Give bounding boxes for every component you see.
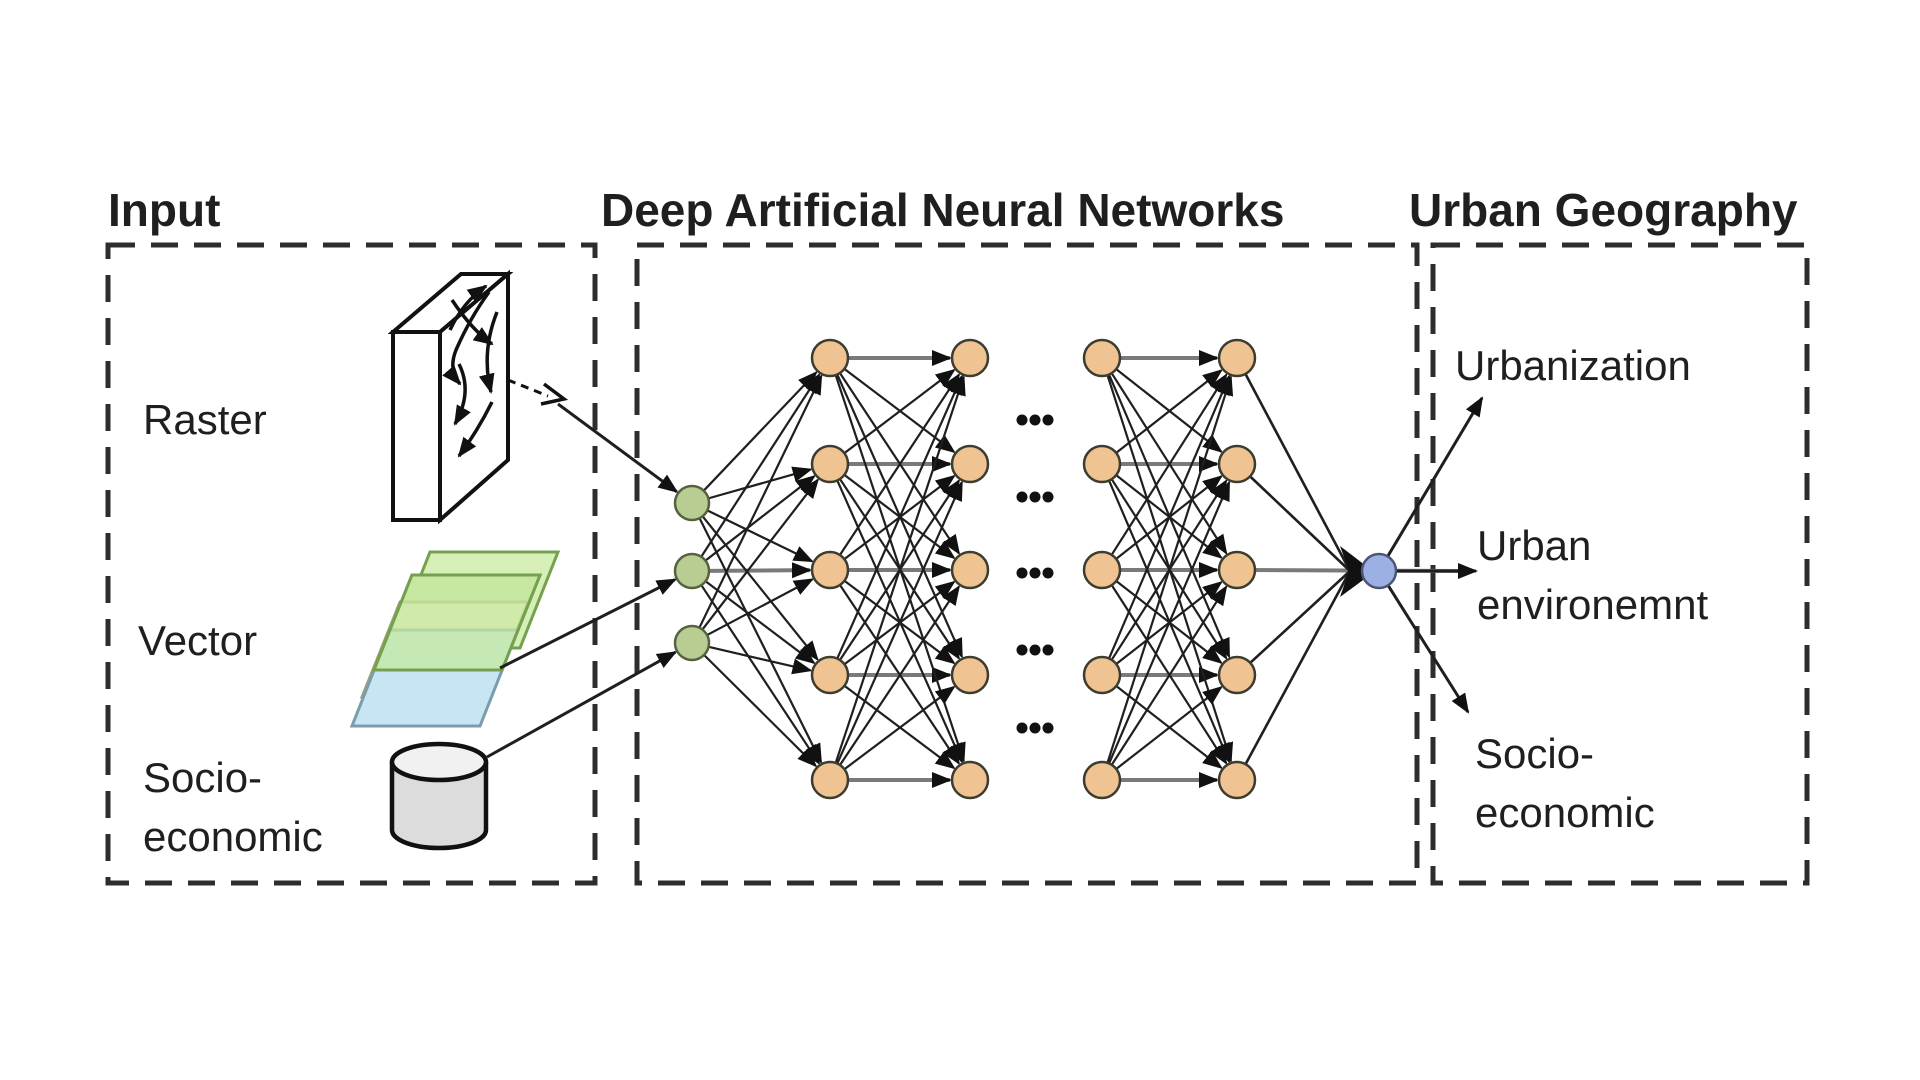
socio-economic-output-line1: Socio-	[1475, 730, 1595, 777]
input-arrows	[486, 402, 679, 759]
neuron-node	[1082, 444, 1122, 484]
input-section-title: Input	[108, 184, 221, 236]
urban-geography-box	[1430, 242, 1810, 886]
dnn-box	[634, 242, 1420, 886]
socio-economic-input-label: Socio-economic	[143, 748, 323, 866]
neuron-node	[1082, 550, 1122, 590]
converge-arrowhead	[1340, 546, 1374, 597]
hidden-layers-ellipsis	[1016, 414, 1054, 734]
neuron-node	[810, 338, 850, 378]
neuron-node	[950, 655, 990, 695]
dashed-boxes	[105, 242, 1810, 886]
network-edges	[698, 367, 1374, 771]
output-neuron	[1360, 552, 1398, 590]
neuron-node	[673, 624, 711, 662]
hidden-layer-1	[810, 338, 850, 800]
output-arrows	[1386, 396, 1484, 714]
urban-environment-line1: Urban	[1477, 522, 1592, 569]
socio-economic-input-line2: economic	[143, 813, 323, 860]
urban-environment-output-label: Urban environemnt	[1477, 516, 1708, 634]
neuron-node	[1082, 760, 1122, 800]
neuron-node	[1217, 550, 1257, 590]
hidden-layer-4	[1217, 338, 1257, 800]
urbanization-output-label: Urbanization	[1455, 342, 1691, 389]
raster-label: Raster	[143, 396, 267, 443]
neuron-node	[950, 444, 990, 484]
neuron-node	[1082, 655, 1122, 695]
neuron-node	[673, 552, 711, 590]
neuron-node	[1217, 655, 1257, 695]
vector-layers-icon	[349, 550, 561, 728]
neuron-node	[1082, 338, 1122, 378]
hidden-layer-3	[1082, 338, 1122, 800]
raster-cube-icon	[387, 269, 514, 525]
neuron-node	[950, 550, 990, 590]
database-cylinder-icon	[389, 741, 489, 851]
neuron-node	[810, 444, 850, 484]
raster-flow-arrow	[507, 378, 569, 406]
network-section-title: Deep Artificial Neural Networks	[601, 184, 1285, 236]
vector-label: Vector	[138, 617, 258, 664]
neuron-node	[950, 760, 990, 800]
neuron-node	[1217, 444, 1257, 484]
urban-environment-line2: environemnt	[1477, 581, 1709, 628]
output-section-title: Urban Geography	[1409, 184, 1798, 236]
socio-economic-input-line1: Socio-	[143, 754, 263, 801]
input-neurons	[673, 484, 711, 662]
socio-economic-output-line2: economic	[1475, 789, 1655, 836]
neuron-node	[810, 550, 850, 590]
socio-economic-output-label: Socio-economic	[1475, 724, 1655, 842]
hidden-layer-2	[950, 338, 990, 800]
neuron-node	[673, 484, 711, 522]
neuron-node	[1217, 760, 1257, 800]
neuron-node	[810, 760, 850, 800]
neuron-node	[1360, 552, 1398, 590]
neuron-node	[810, 655, 850, 695]
neuron-node	[950, 338, 990, 378]
neuron-node	[1217, 338, 1257, 378]
